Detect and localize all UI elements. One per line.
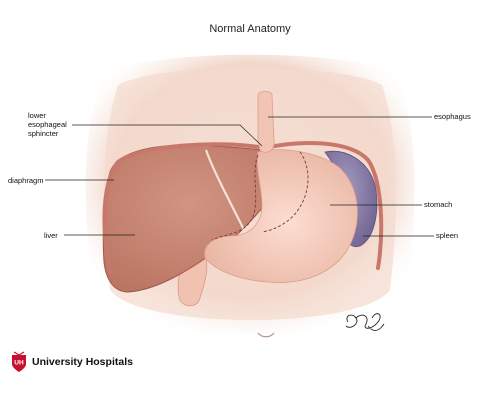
uh-shield-icon: UH bbox=[12, 351, 26, 372]
esophagus bbox=[257, 90, 275, 153]
label-sphincter-line-1: lower bbox=[28, 111, 46, 120]
label-stomach: stomach bbox=[424, 200, 453, 209]
logo-text: University Hospitals bbox=[32, 356, 133, 368]
label-diaphragm: diaphragm bbox=[8, 176, 44, 185]
label-sphincter-line-2: esophageal bbox=[28, 120, 67, 129]
label-liver: liver bbox=[44, 231, 58, 240]
label-spleen: spleen bbox=[436, 231, 459, 240]
label-sphincter-line-3: sphincter bbox=[28, 129, 59, 138]
navel bbox=[257, 332, 275, 338]
university-hospitals-logo: UH University Hospitals bbox=[10, 351, 133, 373]
logo-mark-text: UH bbox=[14, 360, 24, 367]
leader-lines bbox=[45, 116, 434, 237]
leader-sphincter bbox=[72, 124, 263, 147]
label-lower-esophageal-sphincter: lower esophageal sphincter bbox=[28, 111, 98, 138]
falciform-ligament bbox=[204, 149, 246, 233]
stomach-hidden-outline bbox=[211, 151, 309, 241]
artist-signature bbox=[345, 313, 385, 331]
diagram-title: Normal Anatomy bbox=[209, 23, 291, 35]
stomach bbox=[204, 149, 358, 283]
label-esophagus: esophagus bbox=[434, 112, 471, 121]
